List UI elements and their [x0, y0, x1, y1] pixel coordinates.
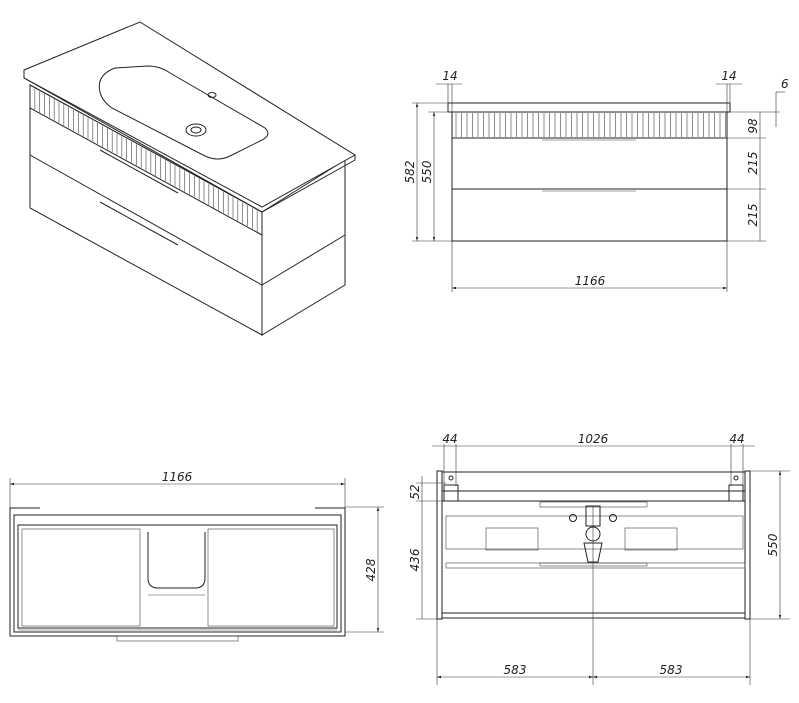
dim-215-upper: 215	[746, 152, 760, 175]
wall-bracket-right	[728, 484, 744, 502]
drain-icon	[185, 123, 207, 137]
dim-14-left: 14	[442, 69, 457, 83]
tap-hole	[207, 92, 217, 98]
isometric-view	[23, 21, 356, 336]
drawer-handle	[99, 149, 179, 194]
dim-98: 98	[746, 118, 760, 134]
front-view: 582 550 1166 14 14 6 98 215 215	[403, 69, 789, 292]
dim-428: 428	[364, 558, 378, 581]
dim-215-lower: 215	[746, 204, 760, 227]
basin-top	[23, 21, 356, 208]
dim-583-right: 583	[660, 663, 683, 677]
dim-14-right: 14	[721, 69, 736, 83]
back-view: 44 1026 44 52 436 550 583 583	[408, 432, 790, 685]
dim-582: 582	[403, 161, 417, 184]
dim-52: 52	[408, 484, 422, 499]
top-view: 1166 428	[9, 470, 384, 642]
wall-bracket-left	[443, 484, 459, 502]
dim-436: 436	[408, 548, 422, 571]
fluted-panel	[29, 84, 263, 236]
dim-6: 6	[781, 77, 789, 91]
dim-44-right: 44	[729, 432, 744, 446]
dim-1166-front: 1166	[575, 274, 606, 288]
basin-bowl	[98, 65, 269, 160]
dim-550: 550	[420, 160, 434, 183]
dim-583-left: 583	[504, 663, 527, 677]
dim-1026: 1026	[578, 432, 609, 446]
dim-1166-top: 1166	[162, 470, 193, 484]
dim-550-back: 550	[766, 533, 780, 556]
drawer-handle	[99, 201, 179, 246]
dim-44-left: 44	[442, 432, 457, 446]
